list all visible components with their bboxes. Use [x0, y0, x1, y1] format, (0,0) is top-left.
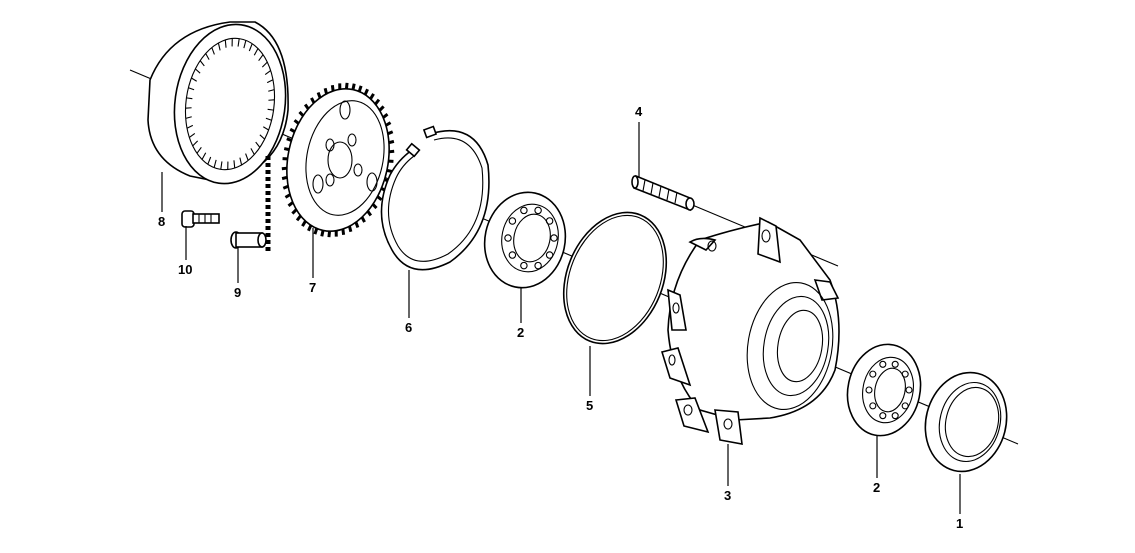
callout-9: 9	[234, 285, 241, 300]
snap-ring-6	[380, 125, 490, 271]
bearing-2-left	[483, 191, 567, 289]
callout-2-left: 2	[517, 325, 524, 340]
stud-4	[631, 174, 695, 212]
callout-3: 3	[724, 488, 731, 503]
callout-4: 4	[635, 104, 643, 119]
o-ring-5	[562, 211, 668, 345]
callout-labels: 1 2 2 3 4 5 6 7 8 9 10	[158, 104, 963, 531]
hub-3	[660, 216, 840, 445]
gear-7	[281, 82, 395, 238]
bearing-2-right	[846, 343, 922, 437]
callout-10: 10	[178, 262, 192, 277]
callout-2-right: 2	[873, 480, 880, 495]
callout-5: 5	[586, 398, 593, 413]
ring-gear-8	[147, 21, 289, 185]
leader-lines	[161, 122, 961, 514]
callout-1: 1	[956, 516, 963, 531]
seal-1	[924, 371, 1008, 473]
bushing-9	[230, 231, 267, 249]
bolt-10	[181, 210, 220, 228]
callout-7: 7	[309, 280, 316, 295]
callout-8: 8	[158, 214, 165, 229]
callout-6: 6	[405, 320, 412, 335]
